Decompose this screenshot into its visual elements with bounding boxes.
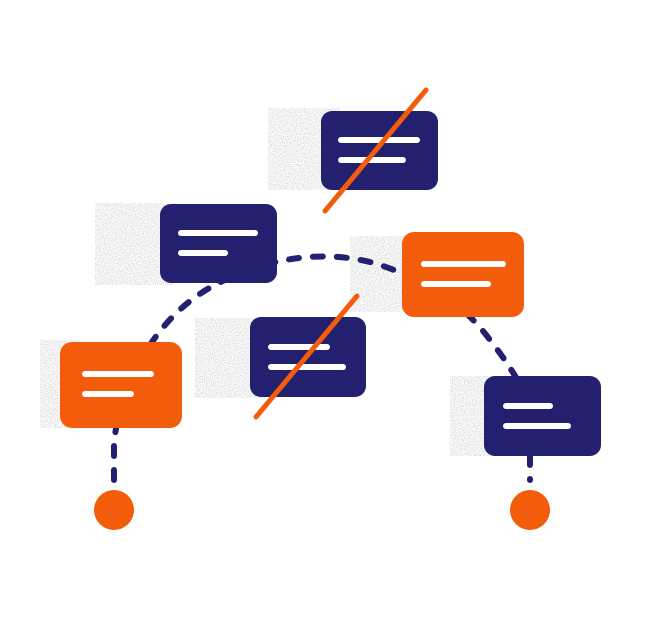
text-line: [82, 391, 134, 397]
endpoint-layer: [94, 490, 550, 530]
text-line: [421, 281, 491, 287]
text-line: [178, 230, 258, 236]
text-line: [503, 423, 571, 429]
text-line: [268, 344, 330, 350]
text-line: [503, 403, 553, 409]
node-box: [402, 232, 524, 317]
text-line: [82, 371, 154, 377]
node-top-crossed: [321, 111, 438, 190]
node-left-upper: [160, 204, 277, 283]
node-box: [160, 204, 277, 283]
node-box: [60, 342, 182, 428]
strike-through-line: [253, 293, 360, 420]
start-endpoint: [94, 490, 134, 530]
node-left-orange: [60, 342, 182, 428]
text-line: [421, 261, 506, 267]
text-line: [268, 364, 346, 370]
end-endpoint: [510, 490, 550, 530]
text-line: [178, 250, 228, 256]
text-line: [338, 137, 420, 143]
node-box: [484, 376, 601, 456]
node-right-orange: [402, 232, 524, 317]
node-box: [321, 111, 438, 190]
strike-through-line: [322, 87, 429, 214]
node-right-lower: [484, 376, 601, 456]
text-line: [338, 157, 406, 163]
strike-layer: [253, 87, 429, 420]
dashed-path-arc: [147, 253, 528, 398]
